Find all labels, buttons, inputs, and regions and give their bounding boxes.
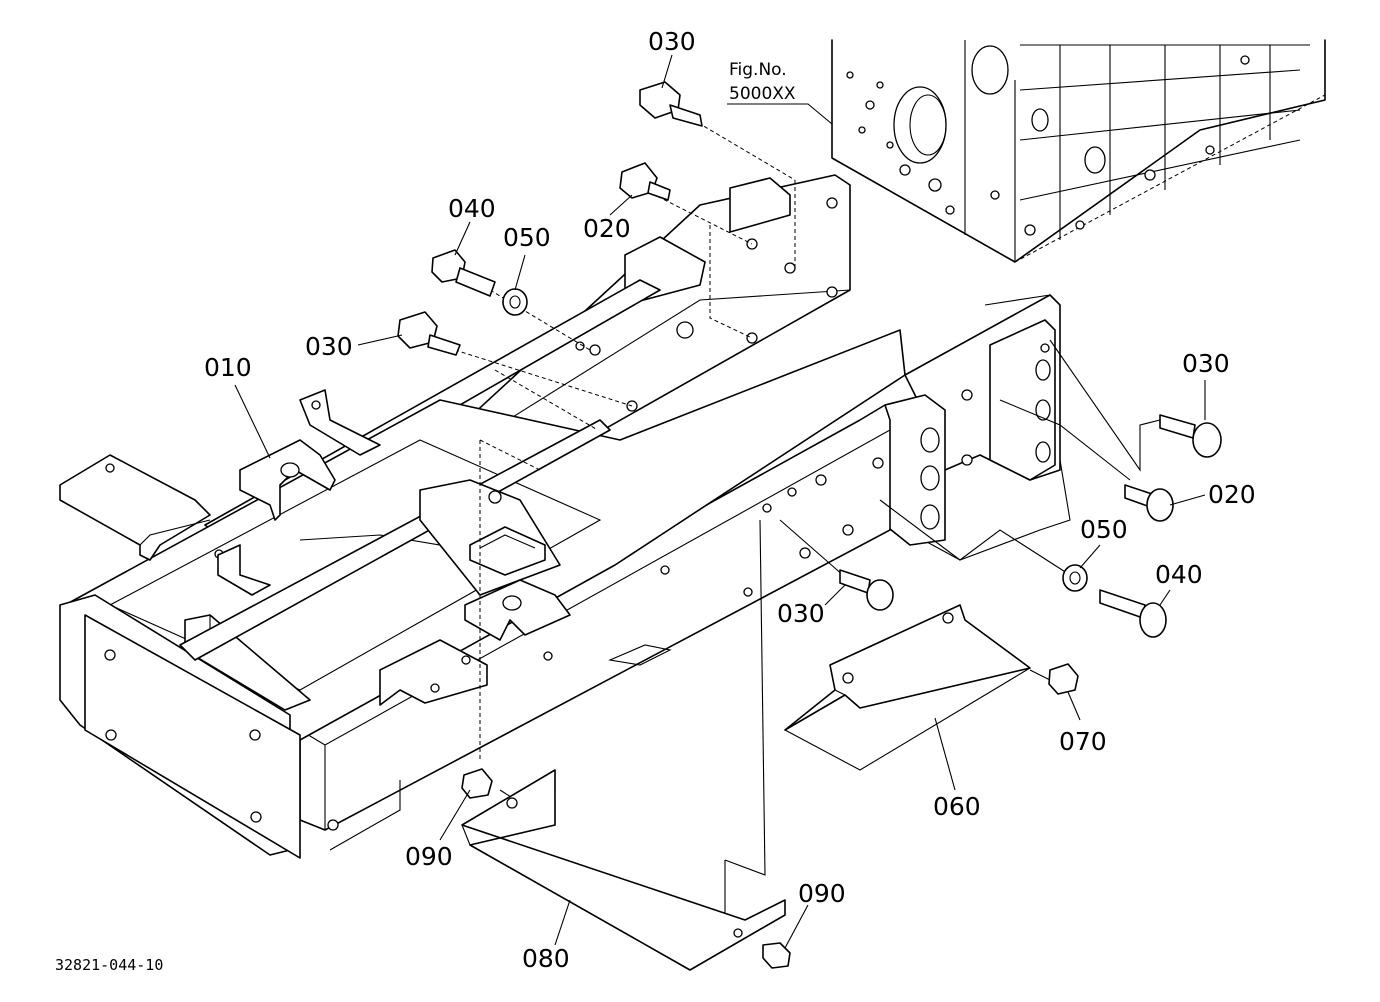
callout-050-left: 050 bbox=[503, 223, 551, 252]
main-frame bbox=[59, 279, 906, 859]
cover-plate-060 bbox=[784, 604, 1031, 771]
bolt-020-top bbox=[619, 162, 671, 201]
callout-090-left: 090 bbox=[405, 842, 453, 871]
drawing-code: 32821-044-10 bbox=[55, 956, 163, 974]
washer-050-right bbox=[1062, 564, 1088, 592]
bolt-030-mid bbox=[839, 569, 894, 611]
figure-reference-line1: Fig.No. bbox=[729, 60, 787, 80]
callout-070: 070 bbox=[1059, 727, 1107, 756]
callout-060: 060 bbox=[933, 792, 981, 821]
bolt-030-right bbox=[1159, 414, 1222, 458]
callout-030-mid: 030 bbox=[777, 599, 825, 628]
screw-090-left bbox=[461, 768, 493, 799]
bolt-020-right bbox=[1124, 484, 1174, 522]
callout-010: 010 bbox=[204, 353, 252, 382]
bolt-040-right bbox=[1099, 589, 1167, 638]
callout-090-right: 090 bbox=[798, 879, 846, 908]
figure-reference-line2: 5000XX bbox=[729, 84, 796, 104]
engine-block bbox=[831, 39, 1326, 263]
cover-plate-080 bbox=[461, 769, 786, 971]
screw-090-right bbox=[762, 942, 791, 969]
right-end-block bbox=[884, 294, 1071, 561]
figure-reference: Fig.No. 5000XX bbox=[727, 60, 833, 125]
callout-030-top: 030 bbox=[648, 27, 696, 56]
callout-020-top: 020 bbox=[583, 214, 631, 243]
callout-080: 080 bbox=[522, 944, 570, 973]
callout-040-left: 040 bbox=[448, 194, 496, 223]
leader-lines bbox=[234, 54, 1206, 949]
callout-labels: 030 020 040 050 030 010 030 020 050 040 … bbox=[204, 27, 1256, 973]
bolt-030-top bbox=[639, 81, 703, 127]
callout-050-right: 050 bbox=[1080, 515, 1128, 544]
callout-030-right: 030 bbox=[1182, 349, 1230, 378]
bolt-030-left bbox=[397, 311, 461, 356]
callout-020-right: 020 bbox=[1208, 480, 1256, 509]
screw-070 bbox=[1048, 663, 1079, 695]
callout-040-right: 040 bbox=[1155, 560, 1203, 589]
callout-030-left: 030 bbox=[305, 332, 353, 361]
bolt-040-left bbox=[431, 249, 496, 297]
washer-050-left bbox=[502, 288, 528, 316]
